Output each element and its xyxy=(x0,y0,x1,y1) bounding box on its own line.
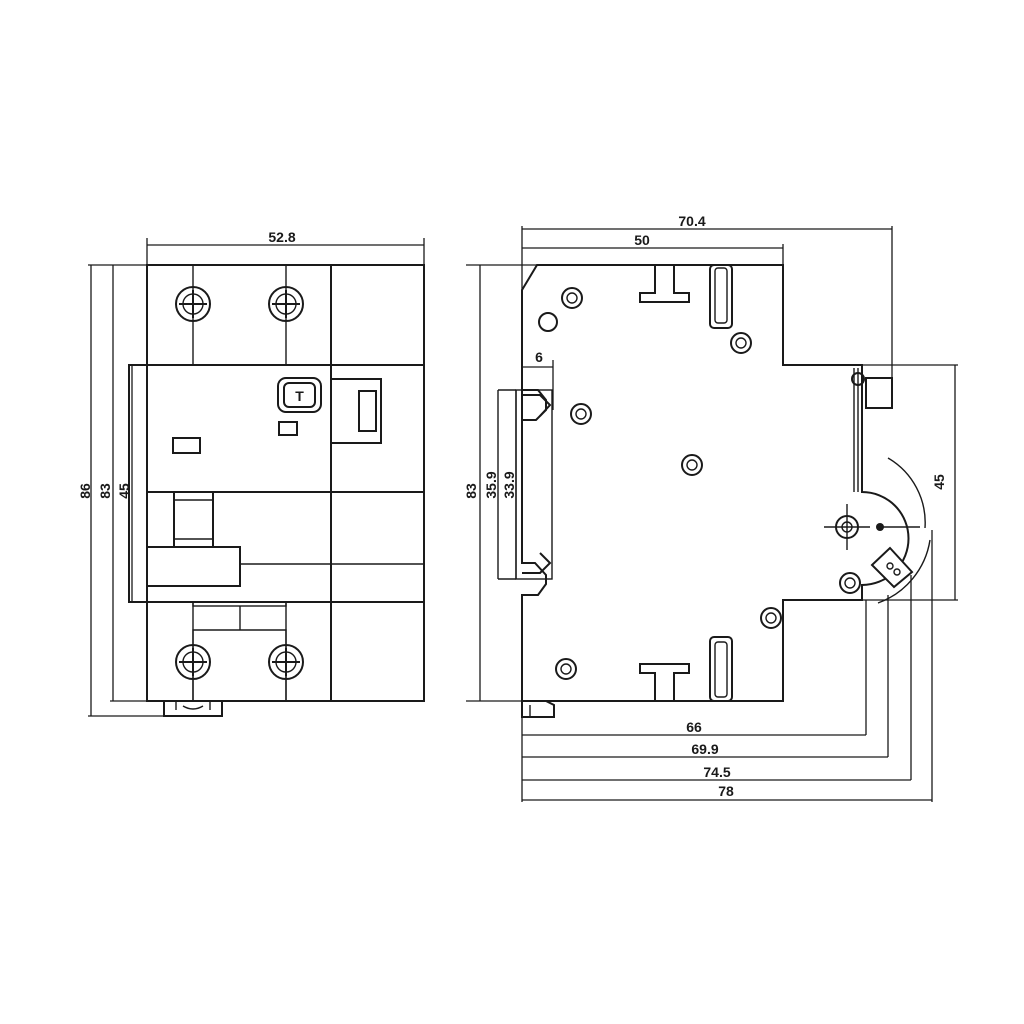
front-width-label: 52.8 xyxy=(268,229,295,245)
side-dim-bottom: 66 69.9 74.5 78 xyxy=(521,530,933,802)
front-dim-width: 52.8 xyxy=(146,229,425,265)
side-dim-top: 70.4 50 xyxy=(521,213,893,378)
din-clip xyxy=(163,701,223,717)
side-lever-height-label: 45 xyxy=(931,474,947,490)
side-depth-78-label: 78 xyxy=(718,783,734,799)
side-depth-top-label: 70.4 xyxy=(678,213,705,229)
side-dim-lever-height: 45 xyxy=(862,364,958,601)
front-dim-heights: 86 83 45 xyxy=(77,264,164,717)
side-rail-lip-label: 6 xyxy=(535,349,543,365)
side-dim-rail-lip: 6 xyxy=(522,349,554,410)
side-rail-outer-label: 35.9 xyxy=(483,471,499,498)
terminal-screw-top-right xyxy=(268,286,304,322)
side-height-label: 83 xyxy=(463,483,479,499)
side-view: 70.4 50 6 83 35.9 33.9 45 xyxy=(463,213,958,802)
side-depth-69-9-label: 69.9 xyxy=(691,741,718,757)
front-view: T xyxy=(77,229,425,717)
front-height-overall-label: 86 xyxy=(77,483,93,499)
test-button-label: T xyxy=(295,388,304,404)
side-rivets xyxy=(538,287,861,680)
side-dim-heights: 83 35.9 33.9 xyxy=(463,264,537,702)
side-depth-shoulder-label: 50 xyxy=(634,232,650,248)
terminal-screw-top-left xyxy=(175,286,211,322)
indicator-small xyxy=(278,421,298,436)
front-height-front-label: 45 xyxy=(116,483,132,499)
front-height-body-label: 83 xyxy=(97,483,113,499)
test-button: T xyxy=(277,377,322,413)
toggle-lever xyxy=(851,372,931,604)
terminal-screw-bottom-right xyxy=(268,644,304,680)
side-depth-74-5-label: 74.5 xyxy=(703,764,730,780)
indicator-window xyxy=(172,437,201,454)
side-rail-inner-label: 33.9 xyxy=(501,471,517,498)
lever-pivot xyxy=(824,504,920,550)
side-depth-66-label: 66 xyxy=(686,719,702,735)
side-body-outline xyxy=(521,264,910,702)
terminal-screw-bottom-left xyxy=(175,644,211,680)
